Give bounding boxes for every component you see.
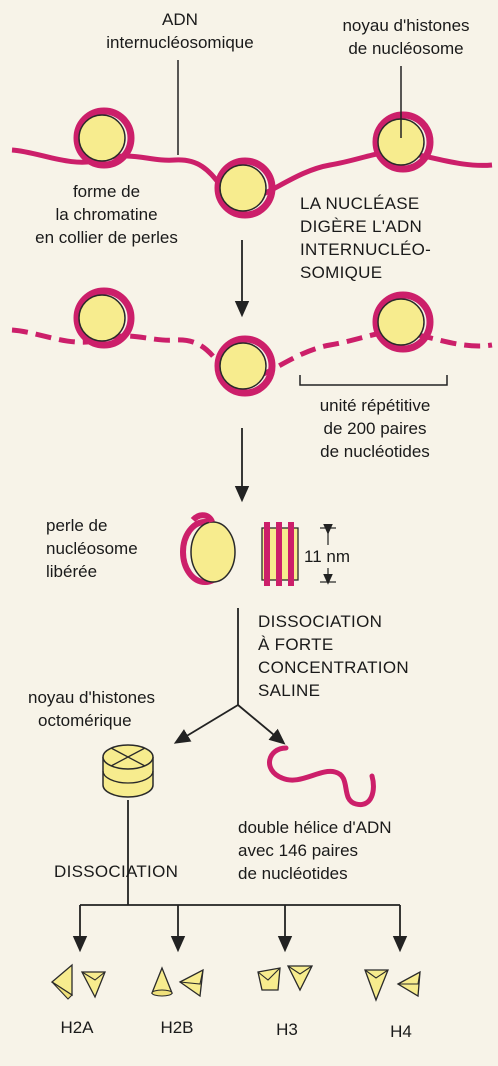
label-line: octomérique <box>28 709 218 732</box>
nucleosome-2 <box>218 161 272 215</box>
label-noyau-histones-nucleosome: noyau d'histones de nucléosome <box>316 14 496 60</box>
label-line: CONCENTRATION <box>258 656 468 679</box>
label-line: internucléosomique <box>80 31 280 54</box>
label-line: de nucléotides <box>290 440 460 463</box>
label-line: de nucléotides <box>238 862 468 885</box>
nucleosome-3 <box>376 115 430 169</box>
histone-h4-pieces <box>365 970 420 1000</box>
histone-h2a-pieces <box>52 965 105 999</box>
label-forme-chromatine: forme de la chromatine en collier de per… <box>4 180 209 249</box>
label-histone-h2b: H2B <box>152 1016 202 1039</box>
label-line: de 200 paires <box>290 417 460 440</box>
histone-octamer <box>103 745 153 797</box>
label-line: INTERNUCLÉO- <box>300 238 490 261</box>
histone-h3-pieces <box>258 966 312 990</box>
label-line: ADN <box>80 8 280 31</box>
repeat-unit-bracket <box>300 375 447 385</box>
label-dissociation: DISSOCIATION <box>54 860 214 883</box>
nucleosome-4 <box>77 291 131 345</box>
label-nuclease-digere: LA NUCLÉASE DIGÈRE L'ADN INTERNUCLÉO- SO… <box>300 192 490 284</box>
label-line: en collier de perles <box>4 226 209 249</box>
label-line: DISSOCIATION <box>258 610 468 633</box>
label-noyau-octomerique: noyau d'histones octomérique <box>28 686 218 732</box>
label-line: noyau d'histones <box>28 686 218 709</box>
nucleosome-1 <box>77 111 131 165</box>
nucleosome-6 <box>376 295 430 349</box>
label-line: forme de <box>4 180 209 203</box>
label-histone-h2a: H2A <box>52 1016 102 1039</box>
label-line: SALINE <box>258 679 468 702</box>
label-histone-h3: H3 <box>262 1018 312 1041</box>
histone-h2b-pieces <box>152 968 203 996</box>
label-line: double hélice d'ADN <box>238 816 468 839</box>
label-size-11nm: 11 nm <box>304 545 374 568</box>
released-nucleosome <box>183 515 235 582</box>
label-dissociation-saline: DISSOCIATION À FORTE CONCENTRATION SALIN… <box>258 610 468 702</box>
label-double-helice: double hélice d'ADN avec 146 paires de n… <box>238 816 468 885</box>
nucleosome-5 <box>218 339 272 393</box>
label-line: avec 146 paires <box>238 839 468 862</box>
chromatin-fiber-digested <box>12 291 492 393</box>
label-line: unité répétitive <box>290 394 460 417</box>
label-line: perle de <box>46 514 166 537</box>
label-line: SOMIQUE <box>300 261 490 284</box>
label-unite-repetitive: unité répétitive de 200 paires de nucléo… <box>290 394 460 463</box>
label-line: libérée <box>46 560 166 583</box>
label-line: DIGÈRE L'ADN <box>300 215 490 238</box>
label-adn-internucleosomique: ADN internucléosomique <box>80 8 280 54</box>
label-perle-nucleosome: perle de nucléosome libérée <box>46 514 166 583</box>
label-line: nucléosome <box>46 537 166 560</box>
label-line: noyau d'histones <box>316 14 496 37</box>
label-line: la chromatine <box>4 203 209 226</box>
free-dna-double-helix <box>270 748 374 805</box>
label-line: À FORTE <box>258 633 468 656</box>
label-line: de nucléosome <box>316 37 496 60</box>
label-line: LA NUCLÉASE <box>300 192 490 215</box>
nucleosome-side-view <box>262 522 298 586</box>
label-histone-h4: H4 <box>376 1020 426 1043</box>
